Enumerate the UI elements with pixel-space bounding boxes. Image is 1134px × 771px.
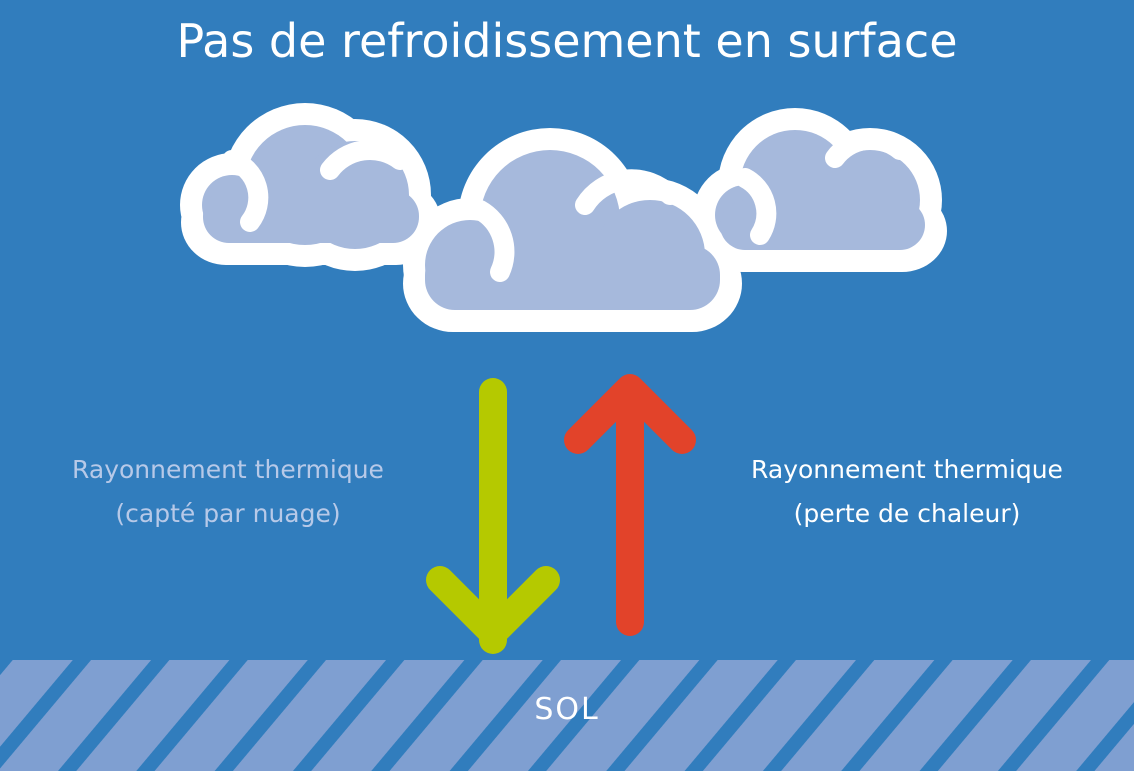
cloud-fills	[202, 125, 925, 310]
absorbed-radiation-label: Rayonnement thermique (capté par nuage)	[18, 448, 438, 536]
label-line: (perte de chaleur)	[793, 499, 1021, 528]
ground-label: SOL	[534, 692, 600, 727]
label-line: Rayonnement thermique	[751, 455, 1063, 484]
up-arrow-icon	[564, 374, 696, 636]
heat-loss-label: Rayonnement thermique (perte de chaleur)	[697, 448, 1117, 536]
label-line: Rayonnement thermique	[72, 455, 384, 484]
ground	[0, 660, 1134, 771]
cloud-icon-center	[425, 150, 720, 310]
cloud-inner-lines	[222, 129, 910, 282]
page-title: Pas de refroidissement en surface	[176, 14, 958, 68]
label-line: (capté par nuage)	[115, 499, 341, 528]
down-arrow-icon	[426, 378, 560, 654]
